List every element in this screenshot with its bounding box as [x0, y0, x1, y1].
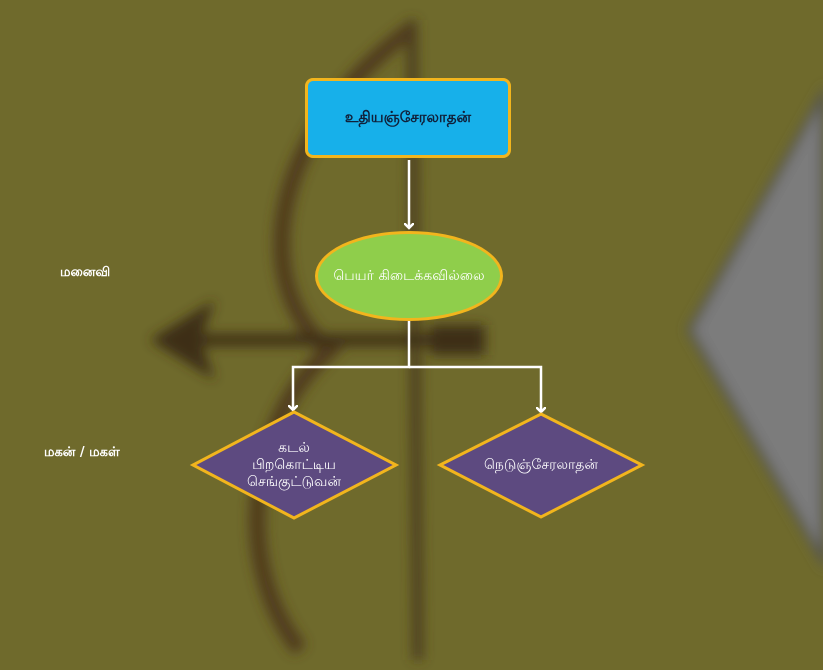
- children-row-label: மகன் / மகள்: [44, 445, 120, 460]
- father-node[interactable]: உதியஞ்சேரலாதன்: [305, 78, 511, 158]
- wife-row-label: மனைவி: [60, 265, 111, 280]
- wife-node[interactable]: பெயர் கிடைக்கவில்லை: [315, 231, 503, 321]
- son1-diamond-shape: [189, 410, 400, 520]
- connector-wife-to-son2: [409, 365, 541, 412]
- son2-node[interactable]: நெடுஞ்சேரலாதன்: [450, 444, 632, 486]
- son1-node[interactable]: கடல் பிறகொட்டிய செங்குட்டுவன்: [214, 428, 374, 502]
- connector-wife-to-son1: [293, 321, 411, 410]
- grey-chevron-graphic: [686, 88, 823, 566]
- son2-diamond-shape: [436, 412, 646, 519]
- wife-name: பெயர் கிடைக்கவில்லை: [333, 267, 485, 284]
- father-name: உதியஞ்சேரலாதன்: [344, 108, 472, 126]
- son2-name: நெடுஞ்சேரலாதன்: [484, 456, 598, 473]
- son1-name: கடல் பிறகொட்டிய செங்குட்டுவன்: [247, 439, 341, 490]
